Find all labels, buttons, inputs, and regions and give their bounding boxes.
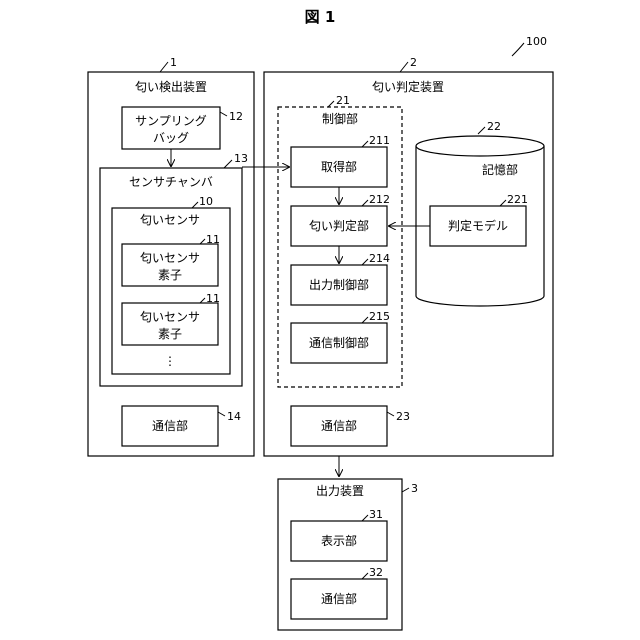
control-unit-label: 制御部 (322, 111, 358, 126)
detector-comm-label: 通信部 (152, 418, 188, 433)
odor-judgment-device-ref-leader (400, 62, 408, 72)
output-control-unit-label: 出力制御部 (309, 277, 369, 292)
sensor-element-1-line2: 素子 (158, 268, 182, 282)
sampling-bag-ref: 12 (229, 110, 243, 123)
judgment-model-ref: 221 (507, 193, 528, 206)
output-device-ref: 3 (411, 482, 418, 495)
odor-sensor-label: 匂いセンサ (140, 213, 200, 227)
judgment-model-label: 判定モデル (448, 218, 508, 233)
comm-control-unit-label: 通信制御部 (309, 335, 369, 350)
system-ref-leader (512, 43, 524, 56)
sensor-chamber-label: センサチャンバ (129, 175, 213, 189)
sensor-element-2-line1: 匂いセンサ (140, 310, 200, 324)
odor-judgment-device-label: 匂い判定装置 (372, 79, 444, 94)
control-unit-ref: 21 (336, 94, 350, 107)
sampling-bag-line1: サンプリング (135, 114, 207, 128)
sensor-chamber-ref: 13 (234, 152, 248, 165)
odor-detector-ref-leader (160, 62, 168, 72)
display-unit-label: 表示部 (321, 533, 357, 548)
comm-control-unit-ref: 215 (369, 310, 390, 323)
display-unit-ref: 31 (369, 508, 383, 521)
odor-detector-label: 匂い検出装置 (135, 80, 207, 94)
judgment-comm-ref: 23 (396, 410, 410, 423)
sensor-element-1-line1: 匂いセンサ (140, 251, 200, 265)
storage-unit-ref: 22 (487, 120, 501, 133)
output-comm-ref: 32 (369, 566, 383, 579)
odor-judgment-unit-ref: 212 (369, 193, 390, 206)
output-control-unit-ref: 214 (369, 252, 390, 265)
acquisition-unit-ref: 211 (369, 134, 390, 147)
figure-title: 図 1 (305, 8, 336, 26)
odor-detector-ref: 1 (170, 56, 177, 69)
system-ref: 100 (526, 35, 547, 48)
output-device-ref-leader (402, 488, 409, 492)
output-device-label: 出力装置 (316, 484, 364, 498)
detector-comm-ref: 14 (227, 410, 241, 423)
storage-cylinder-top (416, 136, 544, 156)
sampling-bag-line2: バッグ (153, 131, 189, 145)
output-comm-label: 通信部 (321, 591, 357, 606)
sensor-element-2-line2: 素子 (158, 327, 182, 341)
sensor-element-1-ref: 11 (206, 233, 220, 246)
more-elements-ellipsis: ⋮ (164, 354, 176, 368)
odor-sensor-ref: 10 (199, 195, 213, 208)
storage-unit-label: 記憶部 (482, 162, 518, 177)
odor-judgment-device-ref: 2 (410, 56, 417, 69)
judgment-comm-label: 通信部 (321, 418, 357, 433)
odor-judgment-unit-label: 匂い判定部 (309, 218, 369, 233)
sensor-element-2-ref: 11 (206, 292, 220, 305)
acquisition-unit-label: 取得部 (321, 159, 357, 174)
